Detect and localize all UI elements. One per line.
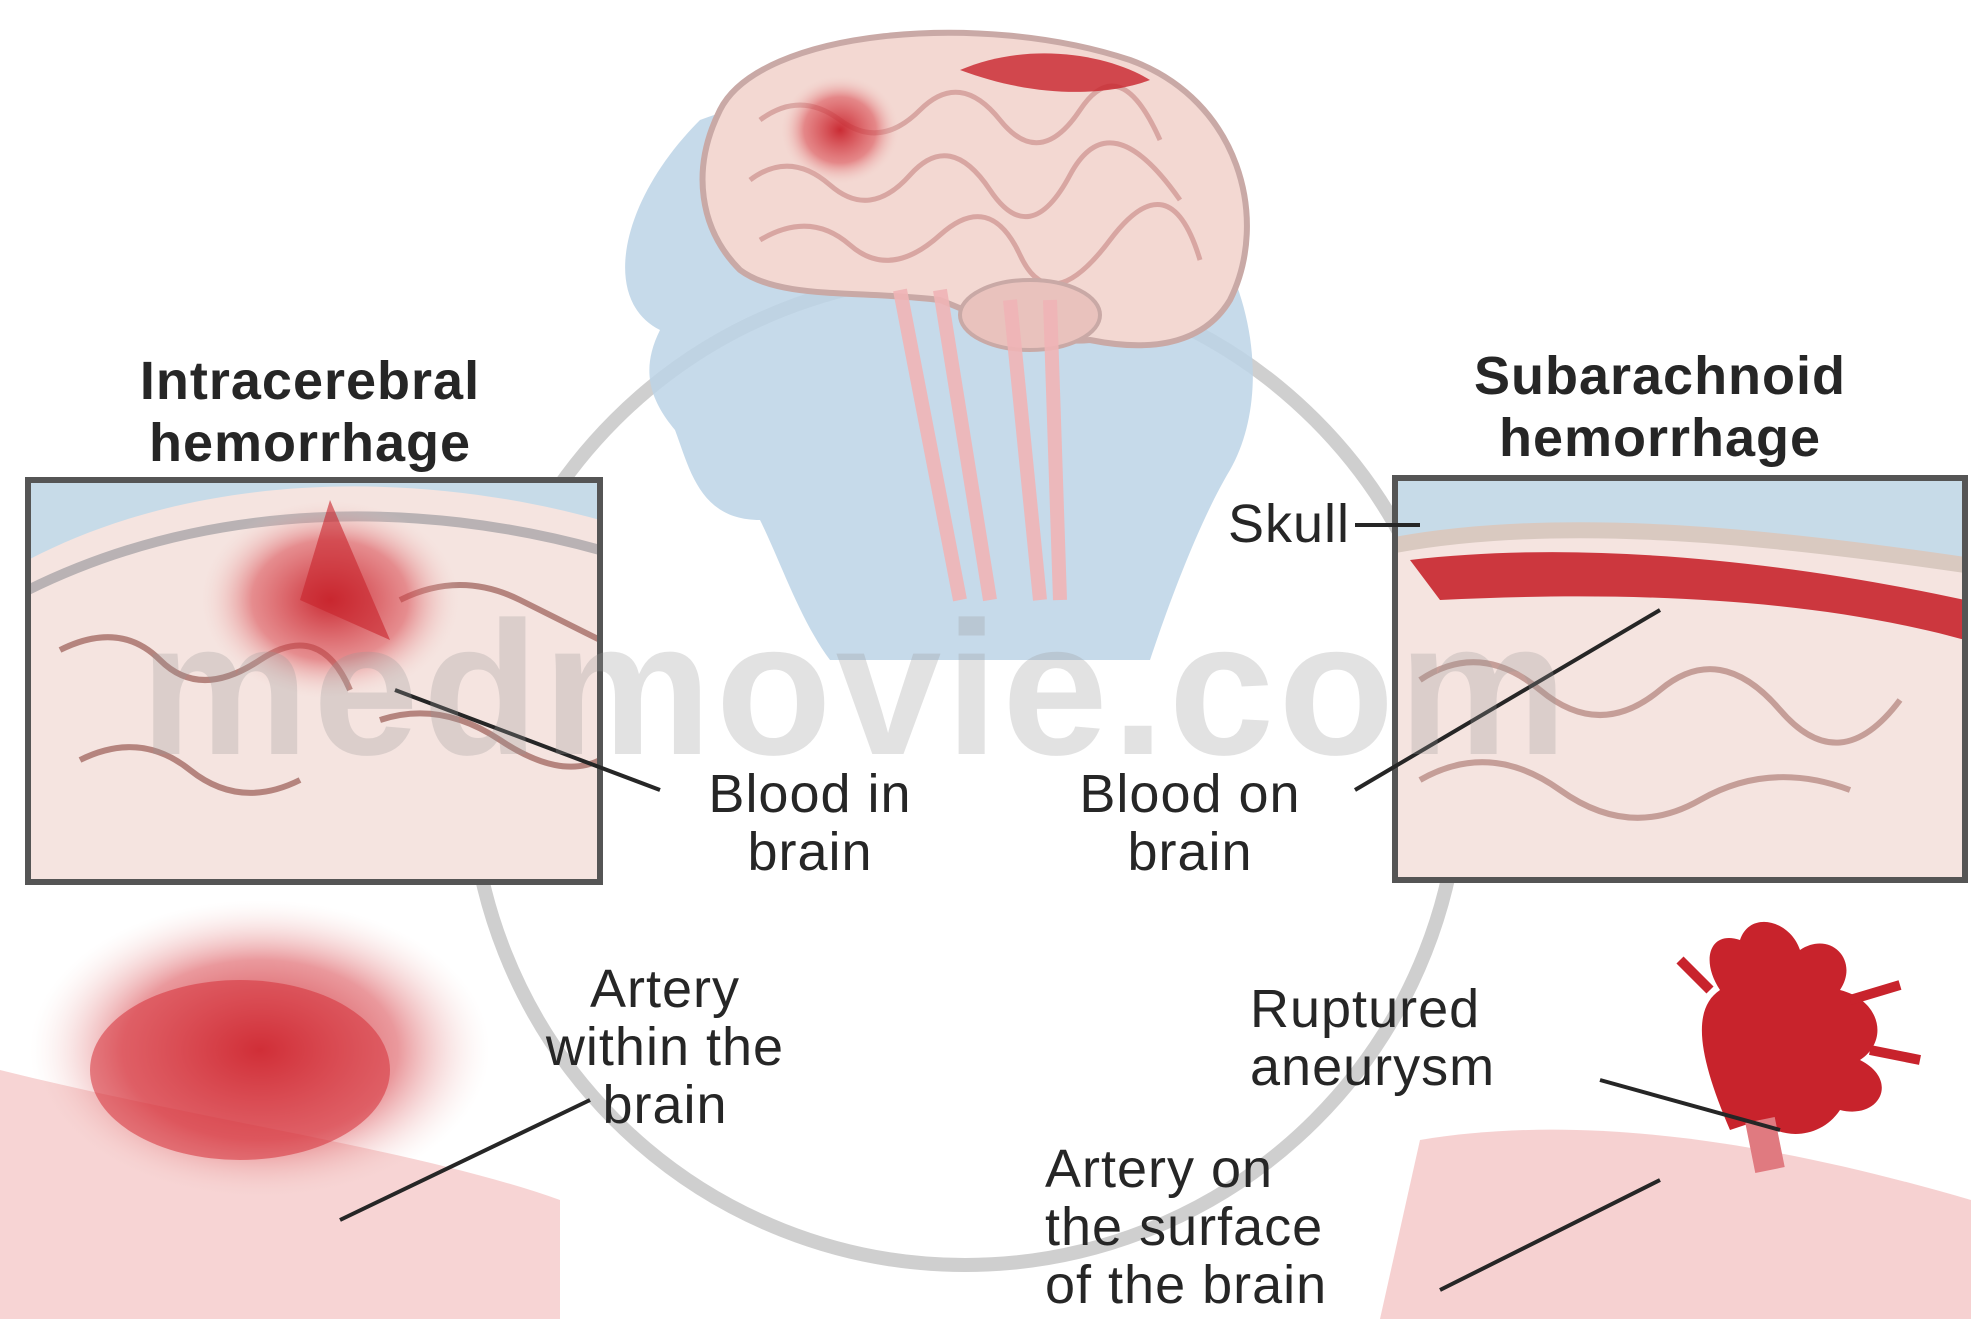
artery-on-surface-label: Artery on the surface of the brain: [1045, 1140, 1445, 1314]
artery-within-brain-illustration: [0, 900, 560, 1319]
blood-in-brain-label: Blood in brain: [665, 765, 955, 881]
subarachnoid-title: Subarachnoid hemorrhage: [1400, 345, 1920, 469]
skull-label: Skull: [1180, 495, 1350, 553]
intracerebral-title: Intracerebral hemorrhage: [80, 350, 540, 474]
ruptured-aneurysm-label: Ruptured aneurysm: [1250, 980, 1590, 1096]
artery-within-brain-label: Artery within the brain: [500, 960, 830, 1134]
blood-on-brain-label: Blood on brain: [1035, 765, 1345, 881]
